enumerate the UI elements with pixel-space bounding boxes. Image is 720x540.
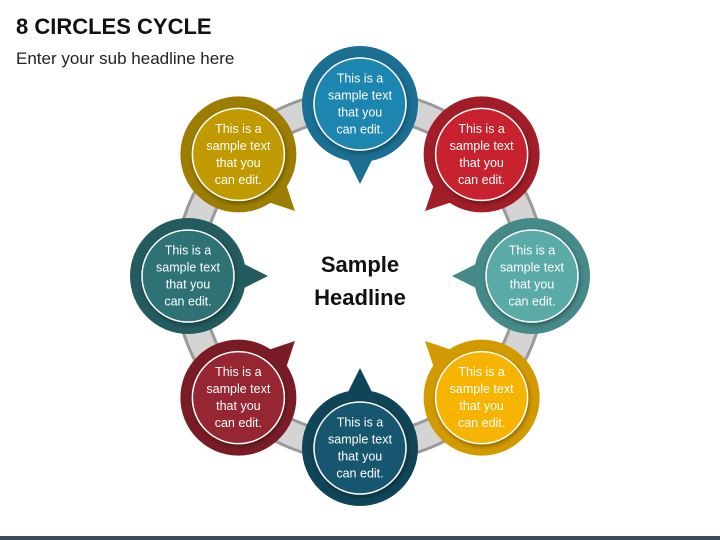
node-text-line: that you — [338, 450, 383, 464]
cycle-node-left: This is a sample text that you can edit. — [130, 218, 268, 334]
node-text-line: that you — [216, 399, 261, 413]
node-text-line: can edit. — [458, 416, 505, 430]
node-text-line: sample text — [206, 139, 270, 153]
node-text-line: sample text — [328, 433, 392, 447]
node-text-line: sample text — [206, 382, 270, 396]
node-text-line: that you — [166, 278, 211, 292]
cycle-node-bottom-right: This is a sample text that you can edit. — [423, 339, 540, 456]
cycle-node-top: This is a sample text that you can edit. — [302, 46, 418, 184]
node-text-line: can edit. — [164, 295, 211, 309]
cycle-node-top-left: This is a sample text that you can edit. — [180, 96, 297, 213]
node-text-line: that you — [459, 399, 504, 413]
node-inner-circle — [434, 107, 529, 202]
node-text-line: This is a — [458, 122, 505, 136]
node-text-line: can edit. — [336, 467, 383, 481]
node-text-line: This is a — [165, 244, 212, 258]
node-inner-circle — [191, 350, 286, 445]
node-text-line: that you — [510, 278, 555, 292]
node-text-line: can edit. — [508, 295, 555, 309]
node-text-line: This is a — [215, 122, 262, 136]
node-text-line: sample text — [500, 261, 564, 275]
node-text-line: can edit. — [215, 173, 262, 187]
node-inner-circle — [434, 350, 529, 445]
node-text-line: can edit. — [458, 173, 505, 187]
node-text-line: that you — [216, 156, 261, 170]
cycle-node-bottom: This is a sample text that you can edit. — [302, 368, 418, 506]
node-text-line: sample text — [450, 139, 514, 153]
page-title: 8 CIRCLES CYCLE — [16, 14, 212, 39]
node-text-line: This is a — [509, 244, 556, 258]
cycle-node-bottom-left: This is a sample text that you can edit. — [180, 339, 297, 456]
node-text-line: that you — [459, 156, 504, 170]
node-text-line: sample text — [450, 382, 514, 396]
node-inner-circle — [313, 57, 407, 151]
node-text-line: This is a — [458, 365, 505, 379]
node-inner-circle — [141, 229, 235, 323]
node-inner-circle — [485, 229, 579, 323]
node-text-line: This is a — [337, 72, 384, 86]
node-inner-circle — [191, 107, 286, 202]
bottom-bar — [0, 536, 720, 540]
cycle-node-right: This is a sample text that you can edit. — [452, 218, 590, 334]
center-headline-line1: Sample — [321, 252, 399, 277]
node-text-line: sample text — [156, 261, 220, 275]
node-text-line: sample text — [328, 89, 392, 103]
center-headline-line2: Headline — [314, 285, 406, 310]
node-text-line: can edit. — [215, 416, 262, 430]
page-subtitle: Enter your sub headline here — [16, 49, 235, 68]
node-text-line: that you — [338, 106, 383, 120]
node-text-line: can edit. — [336, 123, 383, 137]
node-text-line: This is a — [215, 365, 262, 379]
node-text-line: This is a — [337, 416, 384, 430]
node-inner-circle — [313, 401, 407, 495]
cycle-node-top-right: This is a sample text that you can edit. — [423, 96, 540, 213]
